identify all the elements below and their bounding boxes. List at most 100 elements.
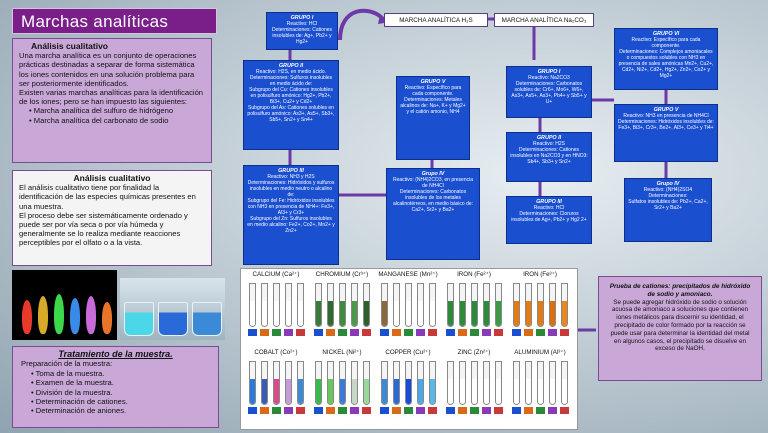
tube-liquid [472, 378, 477, 404]
tube-reagent-tag [512, 329, 521, 336]
tube-reagent-tag [350, 407, 359, 414]
tube-liquid [406, 378, 411, 404]
tube-group-label: IRON (Fe²⁺) [457, 271, 491, 278]
tube-reagent-tag [416, 329, 425, 336]
tube-reagent-tag [260, 329, 269, 336]
green-flame [54, 294, 64, 334]
group-subgroup: Subgrupo del Cu: Cationes insolubles en … [249, 87, 333, 105]
test-tube [315, 283, 322, 327]
tube-liquid [298, 378, 303, 404]
group-reagent: Reactivo: HCl [286, 21, 318, 27]
test-tube [459, 283, 466, 327]
group-determinations: Determinaciones: Metales alcalinos de: N… [400, 97, 466, 115]
test-tube [525, 361, 532, 405]
tube-group-label: CALCIUM (Ca²⁺) [252, 271, 300, 278]
tube-reagent-tag [338, 329, 347, 336]
na2co3-group-2: GRUPO II Reactivo: H2S Determinaciones: … [506, 132, 592, 182]
group-title: GRUPO VI [652, 31, 680, 37]
tube-reagent-tag [470, 329, 479, 336]
test-tube [417, 283, 424, 327]
test-tube [549, 361, 556, 405]
tube-liquid [526, 300, 531, 326]
tube-reagent-tag [392, 407, 401, 414]
treatment-item: Toma de la muestra. [31, 369, 210, 378]
tube-liquid [562, 300, 567, 326]
test-tube [447, 283, 454, 327]
tube-group-label: NICKEL (Ni²⁺) [322, 349, 362, 356]
group-title: GRUPO II [536, 135, 562, 141]
group-subgroup: Subgrupo del As: Cationes solubles en po… [247, 105, 335, 123]
violet-flame [86, 296, 96, 334]
na2co3-group-5: GRUPO V Reactivo: NH3 en presencia de NH… [614, 104, 718, 162]
tube-liquid [394, 378, 399, 404]
tube-reagent-tag [494, 329, 503, 336]
na2co3-header: MARCHA ANALÍTICA Na₂CO₃ [494, 13, 594, 27]
orange-flame [102, 302, 112, 334]
test-tube [297, 283, 304, 327]
tube-liquid [538, 378, 543, 404]
qualitative-paragraph-2: El proceso debe ser sistemáticamente ord… [19, 210, 188, 248]
group-title: GRUPO III [278, 168, 304, 174]
tube-liquid [472, 300, 477, 326]
test-tube [297, 361, 304, 405]
h2s-header: MARCHA ANALÍTICA H₂S [384, 13, 488, 27]
group-reagent: Reactivo: H2S, en medio ácido. [255, 69, 327, 75]
cation-tests-panel: Prueba de cationes: precipitados de hidr… [598, 276, 762, 381]
test-tube [537, 283, 544, 327]
tube-reagent-tag [326, 407, 335, 414]
tube-liquid [460, 300, 465, 326]
test-tube [525, 283, 532, 327]
group-title: GRUPO III [536, 199, 562, 205]
yellow-flame [38, 296, 48, 334]
tube-reagent-tag [284, 407, 293, 414]
h2s-group-5: GRUPO V Reactivo: Específico para cada c… [396, 76, 470, 160]
test-tube [393, 283, 400, 327]
tube-reagent-tag [296, 407, 305, 414]
red-flame [22, 300, 32, 334]
tube-liquid [430, 300, 435, 326]
na2co3-group-6: GRUPO VI Reactivo: Específico para cada … [614, 28, 718, 90]
treatment-item: División de la muestra. [31, 388, 210, 397]
tube-reagent-tag [248, 329, 257, 336]
tube-reagent-tag [428, 329, 437, 336]
tube-reagent-tag [512, 407, 521, 414]
tube-group-label: ZINC (Zn²⁺) [457, 349, 491, 356]
tube-reagent-tag [380, 329, 389, 336]
sample-treatment-panel: Tratamiento de la muestra. Preparación d… [12, 346, 219, 428]
tube-reagent-tag [404, 329, 413, 336]
tube-liquid [406, 300, 411, 326]
flame-test-photo [12, 270, 117, 340]
intro-panel: Análisis cualitativo Una marcha analític… [12, 38, 212, 163]
test-tube [273, 283, 280, 327]
tube-liquid [448, 300, 453, 326]
group-reagent: Reactivo: NH3 en presencia de NH4Cl [623, 113, 709, 119]
tube-reagent-tag [326, 329, 335, 336]
tube-liquid [364, 378, 369, 404]
tube-liquid [460, 378, 465, 404]
tube-reagent-tag [458, 407, 467, 414]
group-subgroup: Subgrupo del Zn: Sulfuros insolubles en … [247, 216, 335, 234]
tube-liquid [298, 300, 303, 326]
tube-liquid [496, 378, 501, 404]
beakers-photo [120, 278, 225, 340]
test-tube [273, 361, 280, 405]
group-determinations: Determinaciones: [648, 193, 688, 199]
intro-list-item: Marcha analítica del sulfuro de hidrógen… [29, 106, 205, 115]
tube-reagent-tag [524, 329, 533, 336]
tube-group-label: COPPER (Cu²⁺) [385, 349, 431, 356]
tube-liquid [328, 300, 333, 326]
group-title: GRUPO V [420, 79, 446, 85]
tube-reagent-tag [248, 407, 257, 414]
tube-reagent-tag [260, 407, 269, 414]
treatment-list: Toma de la muestra. Examen de la muestra… [31, 369, 210, 416]
test-tube [249, 283, 256, 327]
tube-group-label: COBALT (Co²⁺) [254, 349, 298, 356]
tube-reagent-tag [404, 407, 413, 414]
test-tube [393, 361, 400, 405]
group-reagent: Reactivo: (NH4)2SO4 [643, 187, 693, 193]
group-subgroup: Sulfatos insolubles de: Pb2+, Ca2+, Sr2+… [628, 199, 708, 211]
na2co3-group-3: GRUPO III Reactivo: HCl Determinaciones:… [506, 196, 592, 244]
test-tubes-panel: CALCIUM (Ca²⁺)CHROMIUM (Cr³⁺)MANGANESE (… [240, 268, 578, 430]
tube-group-label: IRON (Fe³⁺) [523, 271, 557, 278]
tube-liquid [364, 300, 369, 326]
